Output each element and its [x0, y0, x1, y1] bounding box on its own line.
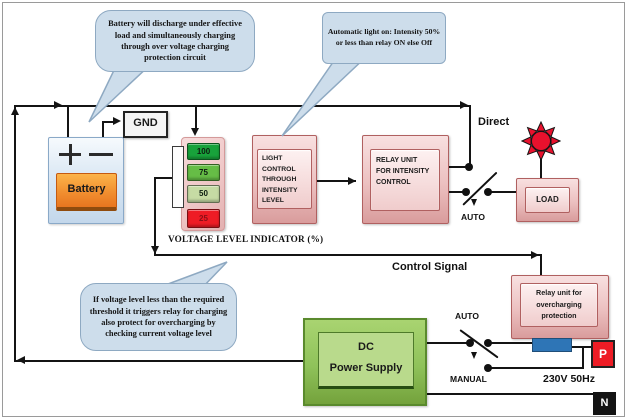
wire-relay-lower-stub	[447, 191, 463, 193]
wire-sun-to-load	[540, 159, 542, 178]
light-control-block: LIGHT CONTROL THROUGH INTENSITY LEVEL	[252, 135, 317, 224]
light-control-line: LIGHT CONTROL	[262, 155, 296, 173]
neutral-label: N	[600, 397, 609, 409]
relay-intensity-line: RELAY UNIT	[376, 157, 418, 164]
callout-threshold-note: If voltage level less than the required …	[80, 283, 237, 351]
arrow-left-return	[17, 356, 25, 364]
load-label: LOAD	[536, 195, 559, 204]
overcharge-output-bar	[532, 338, 572, 352]
load-block: LOAD	[516, 178, 579, 222]
wire-neutral-line	[427, 393, 593, 395]
top-switch-left-contact	[462, 188, 470, 196]
relay-intensity-line: FOR INTENSITY	[376, 168, 430, 176]
power-supply-label: Power Supply	[329, 362, 403, 374]
segment-75-label: 75	[199, 168, 208, 177]
indicator-segment-50: 50	[187, 185, 220, 203]
battery-plus-icon-v	[68, 144, 72, 165]
arrow-into-indicator	[191, 128, 199, 136]
arrow-control-down	[151, 246, 159, 254]
wire-battery-drop	[67, 105, 69, 138]
light-control-inner: LIGHT CONTROL THROUGH INTENSITY LEVEL	[257, 149, 312, 209]
relay-intensity-inner: RELAY UNIT FOR INTENSITY CONTROL	[370, 149, 440, 211]
indicator-segment-100: 100	[187, 143, 220, 160]
relay-overcharge-inner: Relay unit for overcharging protection	[520, 283, 598, 327]
arrow-right-top-bus	[54, 101, 62, 109]
segment-50-label: 50	[199, 189, 208, 198]
wire-light-to-relay	[315, 180, 356, 182]
indicator-sense-bracket	[172, 146, 184, 208]
arrow-into-gnd	[113, 117, 121, 125]
relay-overcharge-block: Relay unit for overcharging protection	[511, 275, 609, 339]
callout-battery-text: Battery will discharge under effective l…	[108, 19, 242, 63]
wire-bracket-h	[154, 177, 173, 179]
bottom-switch-left-contact	[466, 339, 474, 347]
auto-bottom-label: AUTO	[455, 311, 479, 321]
callout-battery-note: Battery will discharge under effective l…	[95, 10, 255, 72]
manual-label: MANUAL	[450, 374, 487, 384]
segment-25-label: 25	[199, 214, 208, 223]
wire-left-bus	[14, 105, 16, 362]
direct-junction-dot	[465, 163, 473, 171]
relay-intensity-block: RELAY UNIT FOR INTENSITY CONTROL	[362, 135, 449, 224]
wire-indicator-drop	[195, 105, 197, 130]
wire-phase-junction-v	[582, 346, 584, 369]
light-control-line: THROUGH	[262, 176, 297, 184]
neutral-terminal: N	[593, 392, 616, 415]
wire-overcharge-drop	[540, 254, 542, 275]
wire-direct-v	[469, 105, 471, 167]
dc-power-supply-inner: DC Power Supply	[318, 332, 414, 389]
callout-auto-light-note: Automatic light on: Intensity 50% or les…	[322, 12, 446, 64]
auto-top-label: AUTO	[461, 212, 485, 222]
indicator-segment-25: 25	[187, 209, 220, 228]
arrow-into-relay-intensity	[348, 177, 356, 185]
relay-intensity-line: CONTROL	[376, 179, 411, 187]
relay-overcharge-line: overcharging	[536, 299, 582, 309]
wire-bracket-v	[154, 177, 156, 255]
gnd-label: GND	[133, 117, 158, 129]
wire-manual-line	[490, 367, 583, 369]
wire-dc-upper-out	[427, 342, 467, 344]
direct-label: Direct	[478, 116, 510, 128]
arrow-up-left-bus	[11, 107, 19, 115]
wire-top-bus	[15, 105, 470, 107]
relay-overcharge-line: protection	[541, 311, 577, 321]
indicator-segment-75: 75	[187, 164, 220, 181]
bottom-switch-manual-contact	[484, 364, 492, 372]
battery-label: Battery	[67, 183, 106, 195]
callout-auto-light-text: Automatic light on: Intensity 50% or les…	[327, 27, 441, 47]
mains-rating-label: 230V 50Hz	[543, 373, 595, 385]
light-control-line: INTENSITY	[262, 186, 298, 194]
bottom-switch-auto-contact	[484, 339, 492, 347]
dc-power-supply-block: DC Power Supply	[303, 318, 427, 406]
wire-relay-upper-stub	[447, 166, 467, 168]
phase-label: P	[598, 347, 607, 361]
indicator-title: VOLTAGE LEVEL INDICATOR (%)	[168, 234, 324, 244]
gnd-block: GND	[123, 111, 168, 138]
dc-label: DC	[358, 341, 374, 353]
light-control-line: LEVEL	[262, 197, 284, 205]
load-inner: LOAD	[525, 187, 570, 213]
wire-control-signal	[154, 254, 542, 256]
battery-minus-icon	[89, 153, 113, 156]
arrow-into-overcharge	[531, 251, 539, 259]
battery-block: Battery	[48, 137, 124, 224]
relay-overcharge-line: Relay unit for	[536, 288, 582, 297]
segment-100-label: 100	[196, 147, 211, 156]
bottom-switch-arrow	[471, 352, 477, 359]
top-switch-right-contact	[484, 188, 492, 196]
sun-icon	[521, 121, 561, 161]
battery-label-box: Battery	[56, 173, 117, 211]
phase-terminal: P	[591, 340, 615, 368]
wire-gnd-v	[102, 121, 104, 138]
wire-charge-return	[14, 360, 304, 362]
voltage-indicator: 100 75 50 25	[181, 137, 225, 231]
arrow-direct-corner	[460, 101, 468, 109]
top-switch-arrow	[471, 199, 477, 206]
wire-auto-to-bar	[490, 342, 560, 344]
wire-switch-to-load	[490, 191, 516, 193]
control-signal-label: Control Signal	[392, 261, 468, 273]
callout-threshold-text: If voltage level less than the required …	[89, 295, 228, 339]
wire-bar-to-phase	[572, 346, 591, 348]
